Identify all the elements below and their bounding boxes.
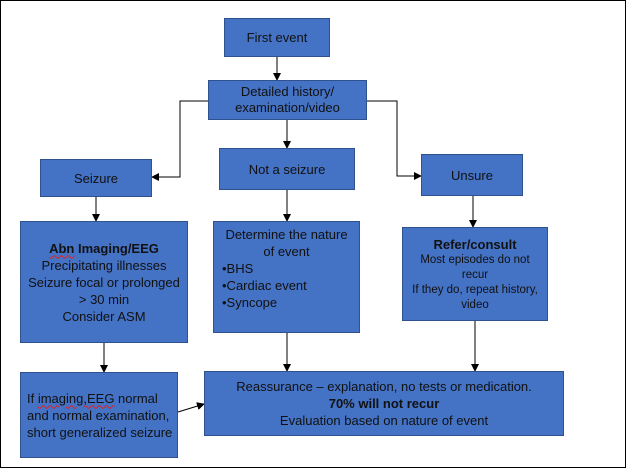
arrow-history-to-unsure — [367, 100, 422, 180]
node-not-seizure-detail-line-2: of event — [263, 244, 310, 259]
node-seizure-detail-heading: Abn Imaging/EEG — [49, 240, 159, 257]
node-unsure-detail-line-2: recur — [461, 268, 489, 281]
node-seizure-detail-line-3: > 30 min — [78, 291, 130, 307]
node-imaging-normal: If imaging,EEG normal and normal examina… — [20, 372, 178, 458]
node-seizure: Seizure — [40, 159, 152, 197]
node-detailed-history-line-2: examination/video — [235, 100, 340, 115]
node-seizure-detail: Abn Imaging/EEG Precipitating illnesses … — [20, 221, 188, 343]
node-reassurance-line-2: 70% will not recur — [328, 396, 440, 411]
node-unsure-detail-line-4: video — [461, 298, 489, 311]
node-imaging-normal-line-1: If imaging,EEG normal — [27, 390, 158, 407]
node-imaging-normal-line-2: and normal examination, — [27, 407, 170, 423]
node-unsure-detail: Refer/consult Most episodes do not recur… — [402, 227, 548, 321]
bullet-cardiac-event: •Cardiac event — [222, 278, 307, 293]
node-seizure-detail-line-4: Consider ASM — [62, 308, 146, 324]
node-detailed-history-line-1: Detailed history/ — [240, 84, 335, 99]
node-unsure-label: Unsure — [451, 167, 493, 183]
imaging-prefix-text: If — [27, 390, 38, 406]
node-not-seizure-detail-line-1: Determine the nature — [225, 227, 348, 242]
node-unsure-detail-heading: Refer/consult — [433, 236, 517, 252]
node-seizure-detail-line-1: Precipitating illnesses — [41, 257, 167, 273]
node-reassurance-line-1: Reassurance – explanation, no tests or m… — [236, 379, 532, 394]
node-seizure-label: Seizure — [73, 170, 119, 186]
node-not-seizure-detail: Determine the nature of event •BHS •Card… — [213, 221, 360, 333]
node-first-event: First event — [224, 18, 330, 57]
heading-abn-text: Abn — [49, 240, 75, 256]
node-not-a-seizure: Not a seizure — [219, 148, 355, 190]
node-reassurance: Reassurance – explanation, no tests or m… — [204, 371, 564, 436]
node-seizure-detail-line-2: Seizure focal or prolonged — [28, 274, 180, 290]
bullet-syncope: •Syncope — [222, 295, 278, 310]
node-first-event-label: First event — [246, 30, 308, 45]
node-detailed-history: Detailed history/ examination/video — [208, 80, 367, 120]
imaging-suffix-text: normal — [114, 390, 158, 406]
node-unsure-detail-line-3: If they do, repeat history, — [412, 283, 538, 296]
node-imaging-normal-line-3: short generalized seizure — [27, 424, 173, 440]
bullet-bhs: •BHS — [222, 261, 254, 276]
node-reassurance-line-3: Evaluation based on nature of event — [279, 413, 489, 428]
heading-imaging-text: Imaging/EEG — [74, 240, 159, 256]
arrow-imaging-to-reassurance — [177, 402, 205, 413]
imaging-eeg-text: imaging,EEG — [37, 390, 115, 406]
node-unsure: Unsure — [421, 154, 523, 196]
arrow-history-to-seizure — [151, 100, 208, 181]
node-unsure-detail-line-1: Most episodes do not — [420, 253, 530, 266]
node-not-a-seizure-label: Not a seizure — [248, 161, 326, 177]
